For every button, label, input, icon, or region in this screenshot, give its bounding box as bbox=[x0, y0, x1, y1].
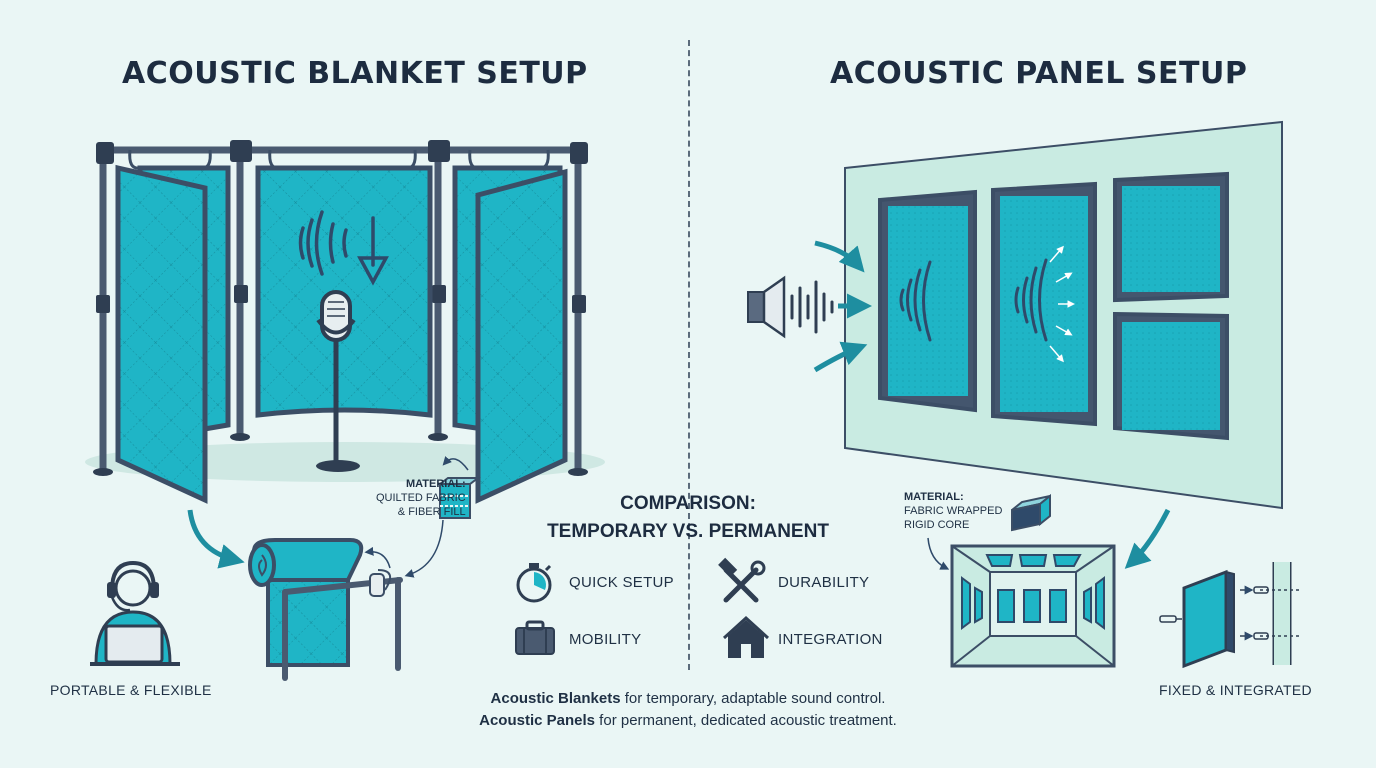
summary-panels-text: for permanent, dedicated acoustic treatm… bbox=[595, 712, 897, 729]
blanket-setup-title: ACOUSTIC BLANKET SETUP bbox=[122, 56, 588, 91]
panel-caption: FIXED & INTEGRATED bbox=[1159, 682, 1312, 698]
wall-mounted-panel-icon bbox=[1159, 562, 1300, 669]
panel-material-line1: FABRIC WRAPPED bbox=[904, 505, 1003, 517]
blanket-material-line1: QUILTED FABRIC bbox=[376, 492, 466, 504]
blanket-material-label: MATERIAL: QUILTED FABRIC & FIBER FILL bbox=[376, 477, 466, 519]
feature-quick-setup: QUICK SETUP bbox=[569, 574, 674, 591]
summary-panels-bold: Acoustic Panels bbox=[479, 712, 596, 729]
feature-durability: DURABILITY bbox=[778, 574, 870, 591]
microphone-icon bbox=[316, 290, 360, 472]
stopwatch-icon bbox=[516, 563, 552, 603]
summary-line-2: Acoustic Panels for permanent, dedicated… bbox=[0, 710, 1376, 732]
section-divider bbox=[688, 40, 690, 670]
feature-mobility: MOBILITY bbox=[569, 631, 642, 648]
rigid-core-swatch-icon bbox=[1011, 493, 1051, 532]
panel-material-label: MATERIAL: FABRIC WRAPPED RIGID CORE bbox=[904, 490, 1002, 532]
quilted-fabric-swatch-icon bbox=[437, 477, 481, 519]
blanket-material-heading: MATERIAL: bbox=[405, 478, 466, 490]
comparison-title: COMPARISON: TEMPORARY VS. PERMANENT bbox=[535, 490, 841, 546]
summary-blankets-text: for temporary, adaptable sound control. bbox=[620, 690, 886, 707]
summary-text: Acoustic Blankets for temporary, adaptab… bbox=[0, 688, 1376, 732]
summary-line-1: Acoustic Blankets for temporary, adaptab… bbox=[0, 688, 1376, 710]
rolled-blanket-illustration bbox=[248, 538, 403, 681]
comparison-title-line1: COMPARISON: bbox=[620, 493, 756, 514]
feature-integration: INTEGRATION bbox=[778, 631, 883, 648]
hammer-wrench-icon bbox=[718, 557, 766, 603]
blanket-caption: PORTABLE & FLEXIBLE bbox=[50, 682, 212, 698]
speaker-icon bbox=[747, 275, 786, 339]
blanket-material-line2: & FIBER FILL bbox=[397, 506, 466, 518]
comparison-title-line2: TEMPORARY VS. PERMANENT bbox=[547, 521, 829, 542]
panel-setup-title: ACOUSTIC PANEL SETUP bbox=[830, 56, 1248, 91]
person-headset-laptop-icon bbox=[90, 560, 180, 666]
suitcase-icon bbox=[515, 620, 555, 655]
house-icon bbox=[722, 615, 770, 658]
panel-material-heading: MATERIAL: bbox=[904, 491, 964, 503]
summary-blankets-bold: Acoustic Blankets bbox=[490, 690, 621, 707]
panel-material-line2: RIGID CORE bbox=[904, 519, 970, 531]
treated-room-illustration bbox=[950, 544, 1116, 668]
